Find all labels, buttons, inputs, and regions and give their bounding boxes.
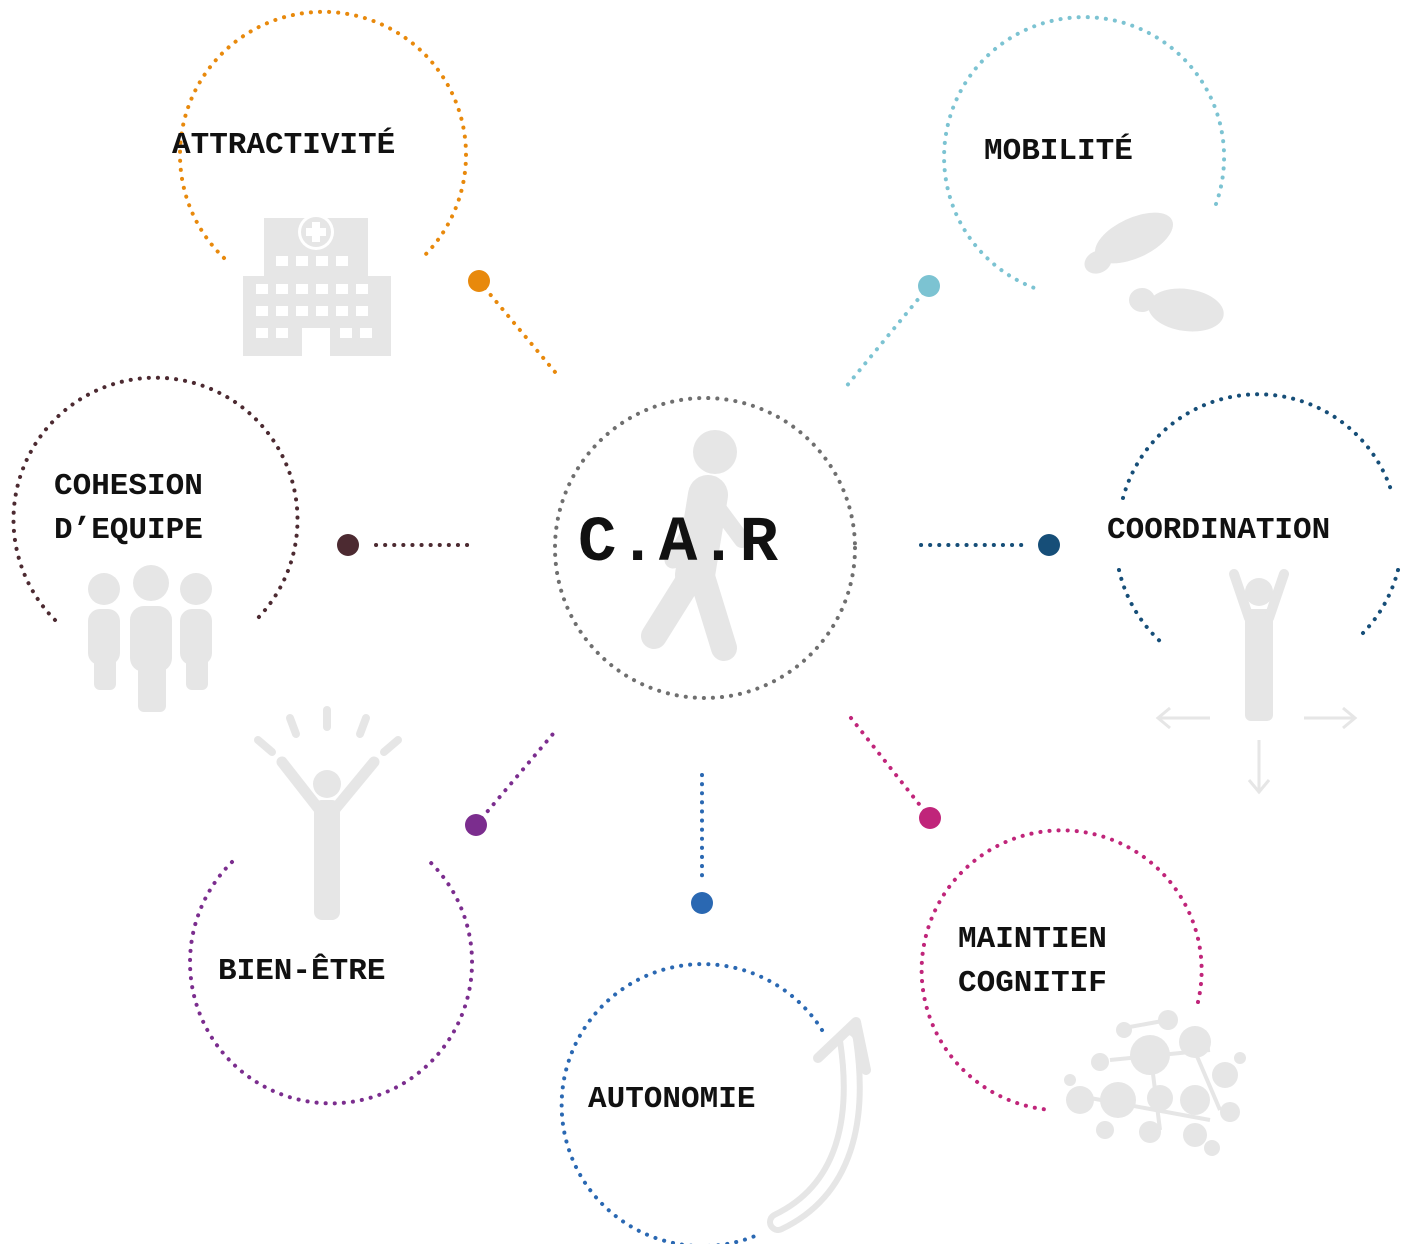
label-coordination: COORDINATION [1107,513,1331,548]
upward-arrow-icon [767,1017,871,1233]
cohesion-node [11,375,477,622]
happy-person-icon [254,706,402,920]
bien-etre-dot [465,814,487,836]
bien-etre-node [188,726,560,1106]
maintien-node [849,716,1204,1112]
brain-network-icon [1064,1010,1246,1156]
label-cohesion-line2: D’EQUIPE [54,513,203,548]
footprints-icon [1084,212,1224,332]
cohesion-dot [337,534,359,556]
center-ring [553,396,857,700]
label-autonomie: AUTONOMIE [588,1082,756,1117]
autonomie-node [559,773,824,1244]
label-bien-etre: BIEN-ÊTRE [218,954,386,989]
mobilite-node [843,15,1227,390]
label-mobilite: MOBILITÉ [984,134,1133,169]
autonomie-dot [691,892,713,914]
walking-person-icon [641,430,750,661]
label-cohesion-line1: COHESION [54,469,203,504]
maintien-dot [919,807,941,829]
coordination-node [919,392,1400,645]
mobilite-dot [918,275,940,297]
label-maintien-line1: MAINTIEN [958,922,1107,957]
hospital-building-icon [243,214,391,356]
attractivite-dot [468,270,490,292]
label-maintien-line2: COGNITIF [958,966,1107,1001]
label-attractivite: ATTRACTIVITÉ [172,128,396,163]
coordination-dot [1038,534,1060,556]
attractivite-node [178,9,562,380]
team-people-icon [88,565,212,712]
coordination-person-arrows-icon [1155,569,1358,795]
center-title: C.A.R [578,508,781,580]
